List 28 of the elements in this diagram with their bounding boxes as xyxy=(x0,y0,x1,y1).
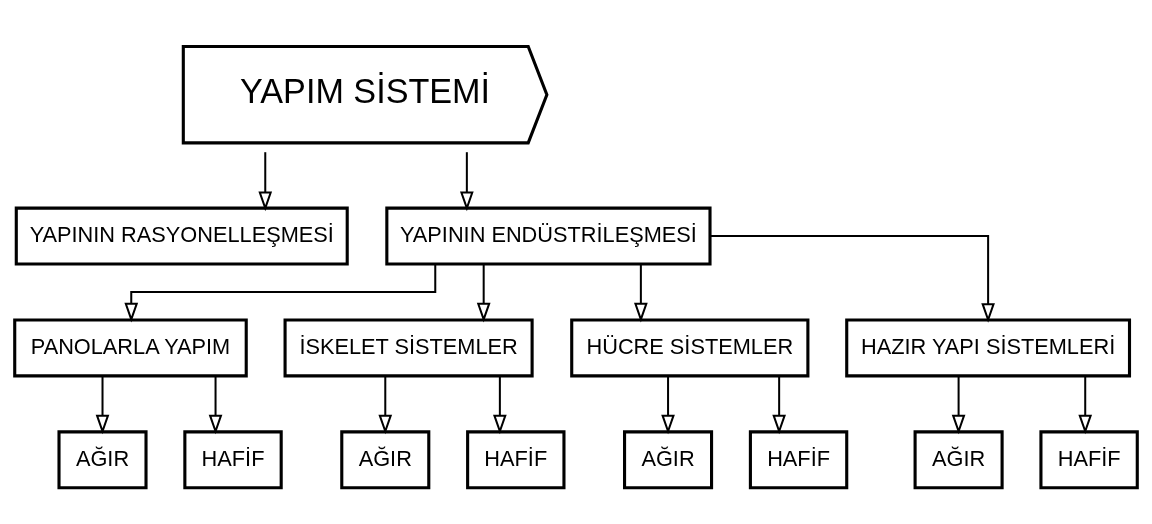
node-box: HAFİF xyxy=(466,429,566,489)
arrow xyxy=(208,375,223,434)
node-box: HAFİF xyxy=(183,429,283,489)
arrow xyxy=(378,375,393,434)
arrow xyxy=(124,264,437,322)
node-box: HÜCRE SİSTEMLER xyxy=(570,317,810,377)
arrow xyxy=(258,151,273,211)
node-box: YAPININ RASYONELLEŞMESİ xyxy=(14,206,349,266)
node-box: YAPININ ENDÜSTRİLEŞMESİ xyxy=(385,206,712,266)
node-box: AĞIR xyxy=(340,429,431,489)
node-box: HAZIR YAPI SİSTEMLERİ xyxy=(845,317,1132,377)
arrow xyxy=(634,263,648,322)
node-box: AĞIR xyxy=(57,429,148,489)
node-box: İSKELET SİSTEMLER xyxy=(283,317,534,377)
node-box: HAFİF xyxy=(1039,429,1139,489)
node-box: AĞIR xyxy=(913,429,1004,489)
arrow xyxy=(493,375,507,434)
arrow xyxy=(710,234,995,323)
arrow xyxy=(95,375,110,434)
arrow xyxy=(476,263,491,322)
node-box: AĞIR xyxy=(623,429,714,489)
arrow xyxy=(1078,375,1093,434)
arrow xyxy=(951,375,966,434)
arrow xyxy=(460,151,474,211)
node-box: HAFİF xyxy=(748,429,849,489)
arrow xyxy=(772,375,786,434)
node-box: PANOLARLA YAPIM xyxy=(13,317,248,377)
arrow xyxy=(661,375,675,434)
